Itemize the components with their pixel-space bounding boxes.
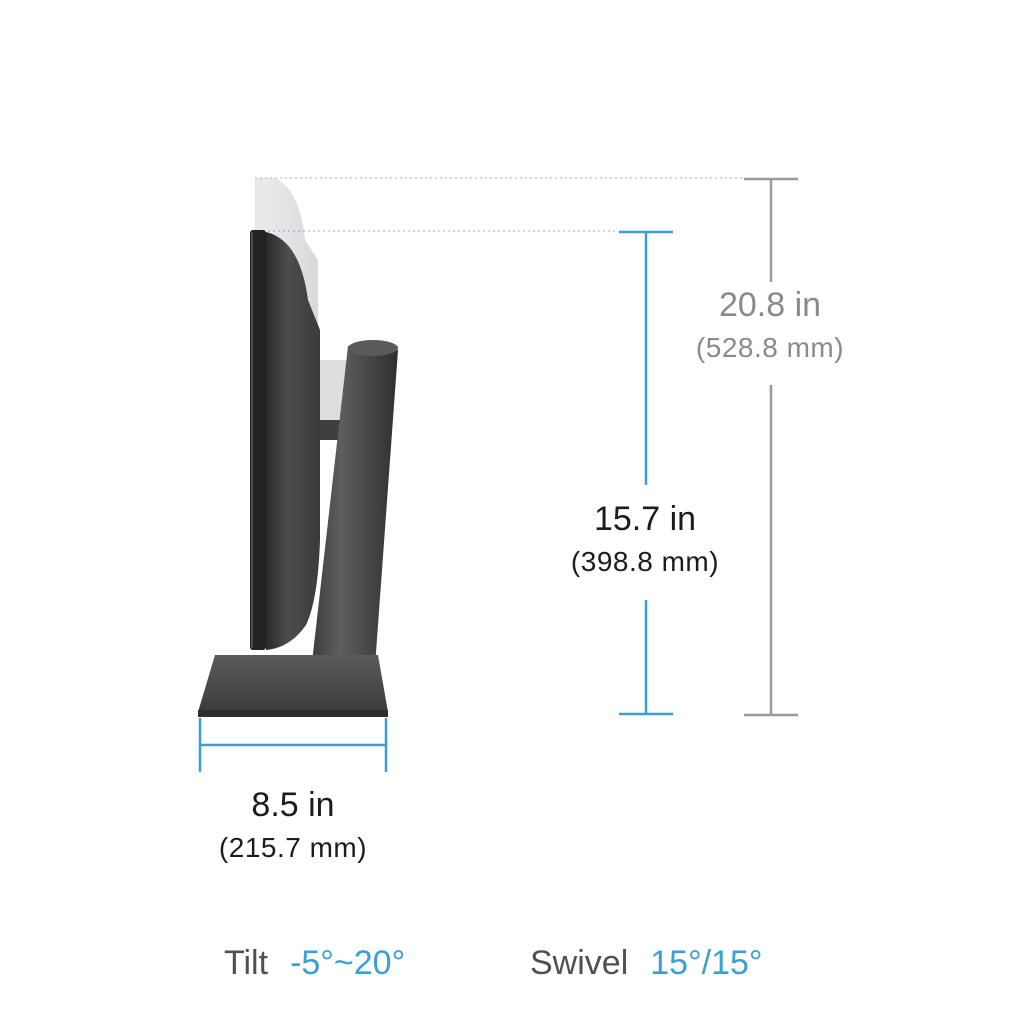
min-height-label: 15.7 in (398.8 mm) xyxy=(545,502,745,576)
min-height-mm: (398.8 mm) xyxy=(570,546,720,577)
tilt-spec: Tilt -5°~20° xyxy=(224,946,405,980)
guide-lines xyxy=(255,177,745,232)
base-depth-inches: 8.5 in xyxy=(251,786,335,824)
max-height-mm: (528.8 mm) xyxy=(695,332,845,363)
base-depth-label: 8.5 in (215.7 mm) xyxy=(193,788,393,862)
swivel-spec: Swivel 15°/15° xyxy=(530,946,763,980)
base-depth-dimension-line xyxy=(198,718,388,772)
min-height-inches: 15.7 in xyxy=(593,500,697,538)
max-height-inches: 20.8 in xyxy=(718,286,822,324)
monitor-panel xyxy=(250,230,320,650)
swivel-value: 15°/15° xyxy=(650,944,763,982)
monitor-stand-pole xyxy=(310,340,398,680)
monitor-stand-base xyxy=(198,655,388,717)
min-height-dimension-line xyxy=(619,230,673,716)
tilt-value: -5°~20° xyxy=(290,944,406,982)
swivel-label: Swivel xyxy=(530,944,629,982)
base-depth-mm: (215.7 mm) xyxy=(218,832,368,863)
max-height-label: 20.8 in (528.8 mm) xyxy=(670,288,870,362)
tilt-label: Tilt xyxy=(224,944,269,982)
max-height-dimension-line xyxy=(744,177,798,717)
